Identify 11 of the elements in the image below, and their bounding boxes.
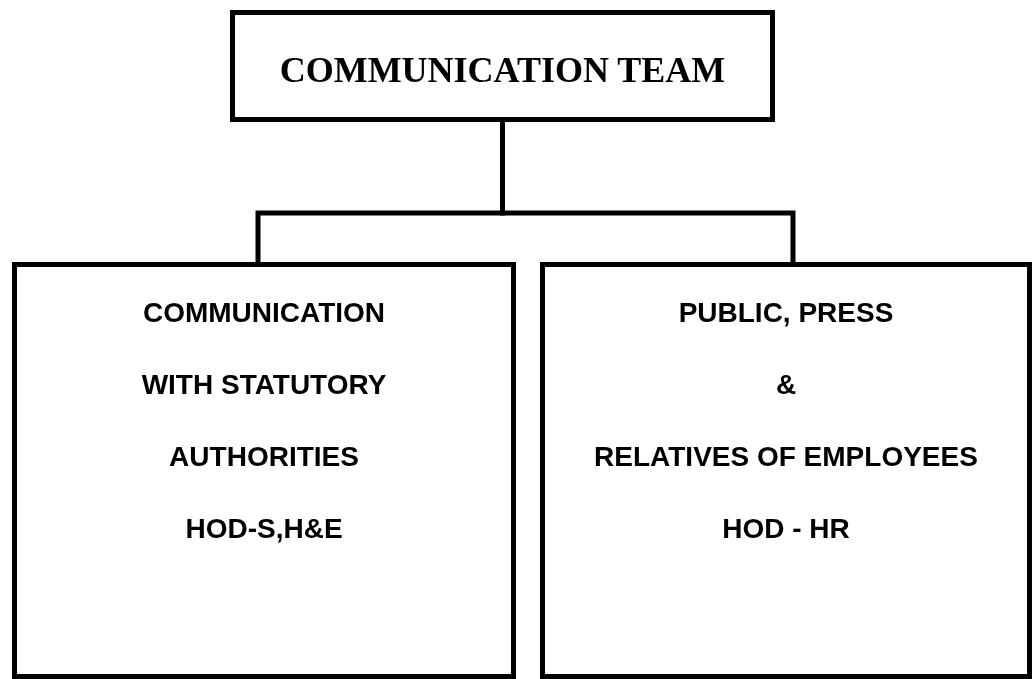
- box-text: HOD-S,H&E: [185, 512, 343, 546]
- box-text: &: [775, 368, 797, 402]
- org-box: [540, 262, 1032, 679]
- box-text: RELATIVES OF EMPLOYEES: [594, 440, 978, 474]
- box-text: HOD - HR: [722, 512, 850, 546]
- box-title: COMMUNICATION TEAM: [279, 50, 726, 90]
- org-box: [230, 10, 775, 122]
- box-title: COMMUNICATION WITH STATUTORY AUTHORITIES: [140, 296, 388, 474]
- connector-line: [500, 122, 796, 262]
- org-box: [12, 262, 516, 679]
- box-text: PUBLIC, PRESS: [678, 296, 894, 330]
